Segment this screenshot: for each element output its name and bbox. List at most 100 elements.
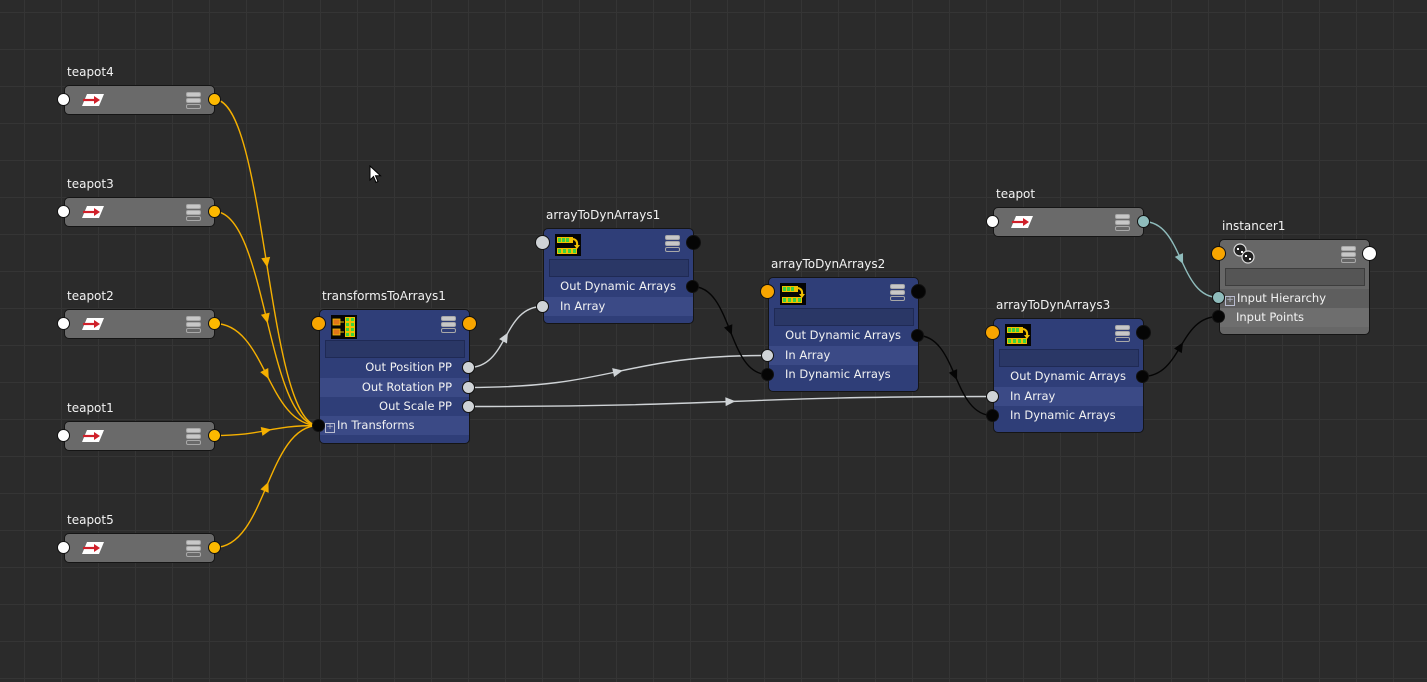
input-port[interactable] — [57, 541, 70, 554]
connection-wire[interactable] — [214, 424, 319, 437]
output-port[interactable] — [208, 541, 221, 554]
input-port[interactable] — [57, 205, 70, 218]
output-port-scale[interactable] — [462, 400, 475, 413]
transform-icon — [1011, 216, 1033, 228]
output-port[interactable] — [208, 317, 221, 330]
attribute-row[interactable]: In Array — [769, 346, 918, 365]
connection-wire[interactable] — [468, 354, 768, 389]
connection-wire[interactable] — [214, 210, 319, 427]
input-port-dynamic-arrays[interactable] — [986, 409, 999, 422]
attribute-row[interactable]: Out Dynamic Arrays — [544, 277, 693, 296]
output-port-dynamic-arrays[interactable] — [911, 329, 924, 342]
input-port-hierarchy[interactable] — [1212, 291, 1225, 304]
output-port[interactable] — [1137, 215, 1150, 228]
node-name-field[interactable] — [549, 259, 689, 277]
output-port[interactable] — [208, 429, 221, 442]
input-port[interactable] — [535, 235, 550, 250]
input-port[interactable] — [986, 215, 999, 228]
connection-wire[interactable] — [214, 98, 319, 427]
output-port-rotation[interactable] — [462, 381, 475, 394]
input-port[interactable] — [57, 429, 70, 442]
node-title: instancer1 — [1222, 219, 1286, 233]
output-port[interactable] — [911, 284, 926, 299]
input-port[interactable] — [57, 317, 70, 330]
input-port-array[interactable] — [536, 300, 549, 313]
mouse-cursor-icon — [369, 165, 382, 184]
node-name-field[interactable] — [1225, 268, 1365, 286]
connection-wire[interactable] — [1143, 220, 1219, 299]
attribute-row[interactable]: Out Position PP — [320, 358, 469, 377]
input-port-points[interactable] — [1212, 310, 1225, 323]
wire-direction-arrow-icon — [261, 256, 271, 268]
connection-wire[interactable] — [214, 322, 319, 427]
node-title: transformsToArrays1 — [322, 289, 446, 303]
stack-icon[interactable] — [186, 540, 201, 557]
connection-wire[interactable] — [1142, 315, 1219, 378]
stack-icon[interactable] — [890, 284, 905, 301]
input-port[interactable] — [311, 316, 326, 331]
output-port[interactable] — [1136, 325, 1151, 340]
connection-wire[interactable] — [468, 305, 543, 369]
attribute-row[interactable]: +In Transforms — [320, 416, 469, 435]
node-title: teapot5 — [67, 513, 114, 527]
input-port-array[interactable] — [761, 349, 774, 362]
wire-direction-arrow-icon — [725, 397, 736, 407]
stack-icon[interactable] — [186, 428, 201, 445]
input-port-array[interactable] — [986, 390, 999, 403]
node-body[interactable]: Out Dynamic Arrays In Array — [543, 228, 694, 324]
stack-icon[interactable] — [441, 316, 456, 333]
node-body[interactable]: Out Dynamic Arrays In Array In Dynamic A… — [768, 277, 919, 392]
output-port[interactable] — [462, 316, 477, 331]
attribute-row[interactable]: Out Dynamic Arrays — [994, 367, 1143, 386]
stack-icon[interactable] — [1115, 325, 1130, 342]
transforms-to-arrays-icon — [331, 315, 357, 339]
input-port-transforms[interactable] — [312, 419, 325, 432]
attribute-label: In Transforms — [337, 418, 415, 432]
node-body[interactable]: Out Dynamic Arrays In Array In Dynamic A… — [993, 318, 1144, 433]
stack-icon[interactable] — [186, 204, 201, 221]
output-port[interactable] — [208, 93, 221, 106]
stack-icon[interactable] — [1341, 246, 1356, 263]
node-name-field[interactable] — [999, 349, 1139, 367]
node-name-field[interactable] — [325, 340, 465, 358]
output-port[interactable] — [1362, 246, 1377, 261]
expand-icon[interactable]: + — [325, 422, 335, 433]
node-title: arrayToDynArrays1 — [546, 208, 661, 222]
attribute-label: Input Hierarchy — [1237, 291, 1327, 305]
attribute-row[interactable]: In Array — [994, 387, 1143, 406]
node-title: teapot2 — [67, 289, 114, 303]
attribute-row[interactable]: Out Scale PP — [320, 397, 469, 416]
attribute-row[interactable]: In Dynamic Arrays — [994, 406, 1143, 425]
node-name-field[interactable] — [774, 308, 914, 326]
input-port[interactable] — [985, 325, 1000, 340]
wire-direction-arrow-icon — [260, 481, 269, 493]
attribute-row[interactable]: In Dynamic Arrays — [769, 365, 918, 384]
input-port[interactable] — [1211, 246, 1226, 261]
connection-wire[interactable] — [468, 395, 993, 408]
output-port-dynamic-arrays[interactable] — [1136, 370, 1149, 383]
output-port[interactable] — [208, 205, 221, 218]
attribute-row[interactable]: Input Points — [1220, 308, 1369, 327]
attribute-row[interactable]: In Array — [544, 297, 693, 316]
input-port-dynamic-arrays[interactable] — [761, 368, 774, 381]
output-port-position[interactable] — [462, 361, 475, 374]
node-body[interactable]: +Input Hierarchy Input Points — [1219, 239, 1370, 335]
stack-icon[interactable] — [186, 92, 201, 109]
connection-wire[interactable] — [214, 424, 319, 549]
input-port[interactable] — [57, 93, 70, 106]
connection-wire[interactable] — [917, 334, 993, 417]
connection-wire[interactable] — [692, 285, 768, 376]
output-port[interactable] — [686, 235, 701, 250]
attribute-row[interactable]: Out Dynamic Arrays — [769, 326, 918, 345]
attribute-label: Out Scale PP — [379, 399, 452, 413]
stack-icon[interactable] — [186, 316, 201, 333]
output-port-dynamic-arrays[interactable] — [686, 280, 699, 293]
attribute-row[interactable]: Out Rotation PP — [320, 378, 469, 397]
array-to-dyn-arrays-icon — [555, 234, 581, 256]
input-port[interactable] — [760, 284, 775, 299]
node-body[interactable]: Out Position PP Out Rotation PP Out Scal… — [319, 309, 470, 444]
stack-icon[interactable] — [665, 235, 680, 252]
stack-icon[interactable] — [1115, 214, 1130, 231]
expand-icon[interactable]: + — [1225, 295, 1235, 306]
attribute-row[interactable]: +Input Hierarchy — [1220, 289, 1369, 308]
